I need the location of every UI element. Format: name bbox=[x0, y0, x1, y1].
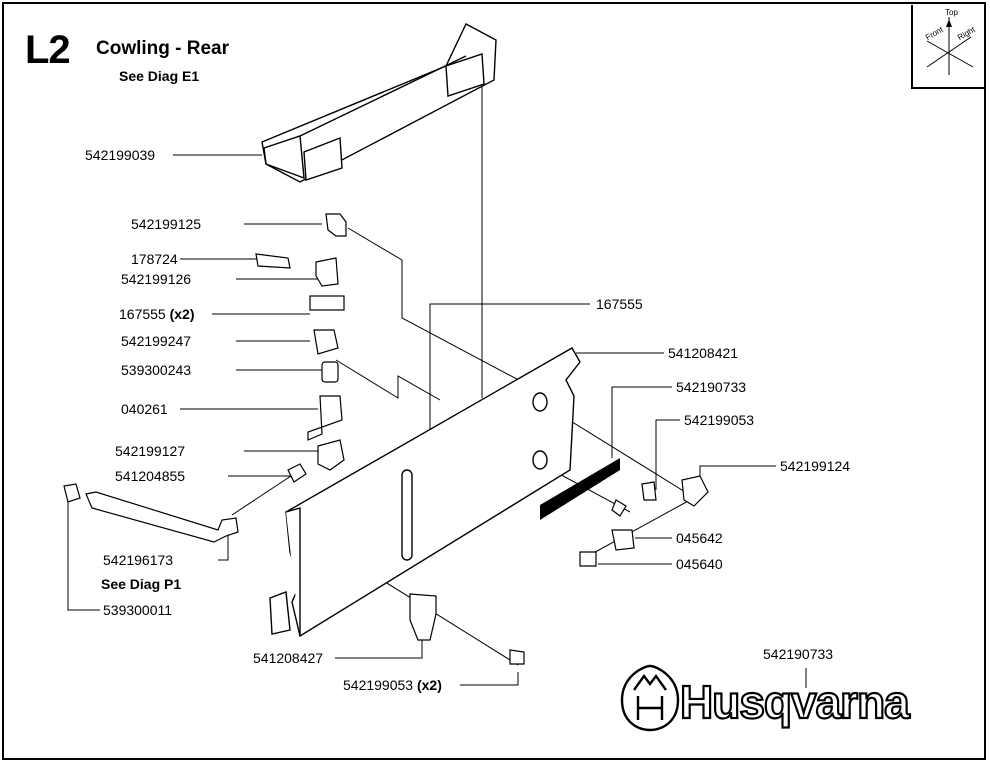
part-number: 167555 bbox=[119, 306, 166, 322]
orientation-top-label: Top bbox=[945, 8, 958, 17]
seal-strip-part bbox=[540, 458, 620, 520]
orientation-axes-icon bbox=[926, 17, 974, 75]
part-label-542190733: 542190733 bbox=[676, 379, 747, 395]
part-label-542199247: 542199247 bbox=[121, 333, 192, 349]
part-label-040261: 040261 bbox=[121, 401, 168, 417]
part-label-542190733-logo: 542190733 bbox=[763, 646, 834, 662]
quantity-x2: (x2) bbox=[416, 677, 442, 693]
part-label-541208427: 541208427 bbox=[253, 650, 324, 666]
rear-cowl-part bbox=[261, 23, 497, 183]
leader-542199053 bbox=[655, 419, 680, 490]
see-diag-e1-note: See Diag E1 bbox=[119, 68, 200, 84]
assembly-line-fitting bbox=[347, 227, 561, 403]
part-label-045642: 045642 bbox=[676, 530, 723, 546]
part-label-542199053-x2: 542199053 (x2) bbox=[343, 677, 442, 693]
leader-539300011 bbox=[67, 500, 100, 611]
orientation-box: Top Front Right bbox=[911, 5, 985, 89]
see-diag-p1-note: See Diag P1 bbox=[101, 576, 182, 592]
part-label-539300243: 539300243 bbox=[121, 362, 192, 378]
part-label-167555: 167555 bbox=[596, 296, 643, 312]
part-label-178724: 178724 bbox=[131, 251, 178, 267]
leader-167555 bbox=[429, 303, 590, 432]
assembly-line-nut bbox=[587, 499, 691, 557]
sheet-number: L2 bbox=[25, 28, 71, 72]
leader-542199053x2 bbox=[460, 672, 519, 686]
part-label-542199039: 542199039 bbox=[85, 147, 156, 163]
assembly-line-hose bbox=[231, 469, 301, 516]
part-number: 542199053 bbox=[343, 677, 414, 693]
fittings-parts bbox=[63, 213, 709, 665]
leader-542190733 bbox=[611, 386, 672, 458]
part-label-542199053: 542199053 bbox=[684, 412, 755, 428]
rear-panel-part bbox=[269, 347, 581, 638]
part-label-541204855: 541204855 bbox=[115, 468, 186, 484]
part-label-167555-x2: 167555 (x2) bbox=[119, 306, 195, 322]
part-label-542199125: 542199125 bbox=[131, 216, 202, 232]
leader-542199124 bbox=[699, 465, 776, 480]
part-label-542199126: 542199126 bbox=[121, 271, 192, 287]
page-title: Cowling - Rear bbox=[96, 38, 230, 59]
brand-wordmark: Husqvarna bbox=[679, 675, 911, 729]
assembly-line-tee bbox=[335, 359, 441, 401]
part-label-045640: 045640 bbox=[676, 556, 723, 572]
part-label-542196173: 542196173 bbox=[103, 552, 174, 568]
part-label-542199124: 542199124 bbox=[780, 458, 851, 474]
part-label-542199127: 542199127 bbox=[115, 443, 186, 459]
part-label-541208421: 541208421 bbox=[668, 345, 739, 361]
part-label-539300011: 539300011 bbox=[103, 602, 173, 618]
husqvarna-crown-logo-icon bbox=[620, 664, 680, 732]
quantity-x2: (x2) bbox=[169, 306, 195, 322]
leader-541208427 bbox=[335, 630, 423, 659]
